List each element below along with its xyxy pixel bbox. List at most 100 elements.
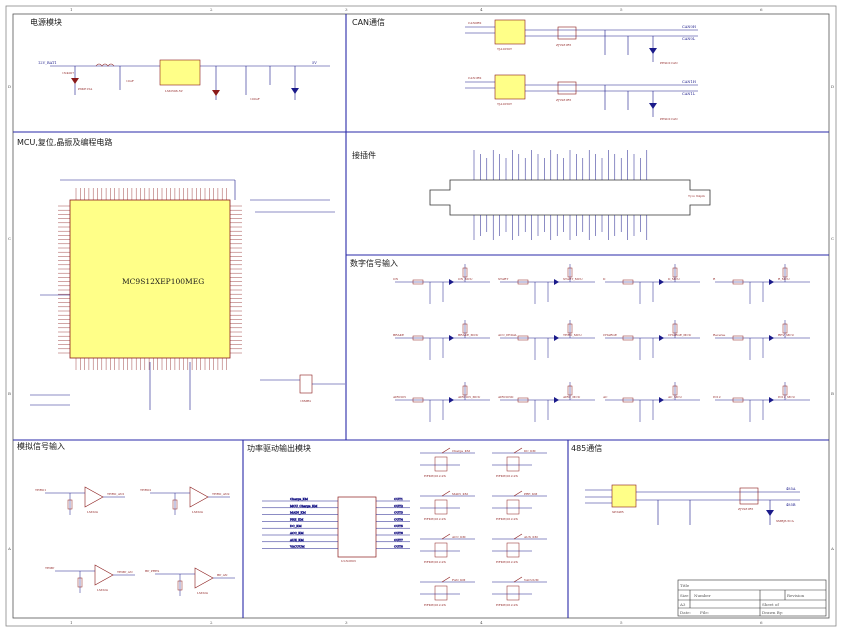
sheet-label: Sheet of [762, 602, 779, 607]
relay-label: VACUUM [523, 578, 539, 582]
grid-row-left-B: B [8, 391, 11, 396]
grid-col-bottom-2: 2 [210, 620, 213, 625]
drawn-label: Drawn By: [762, 610, 783, 615]
can-tvs-2: PESD1CAN [660, 117, 678, 121]
rs485-part: SP3485 [612, 510, 624, 514]
can-net-canh1: CAN0H [682, 25, 696, 29]
driver-input-label: DC_KM [290, 524, 302, 528]
revision-label: Revision [787, 593, 805, 598]
analog-input-label: THRO2 [140, 488, 151, 492]
section-title-digital: 数字信号输入 [350, 258, 398, 268]
relay-label: ACC_KM [451, 535, 466, 539]
relay-label: PRE_KM [524, 492, 537, 496]
driver-output-label: OUT4 [394, 517, 403, 521]
digital-input-label: AIRCON [392, 395, 406, 399]
digital-input-label: START [498, 277, 508, 281]
title-label: Title [680, 583, 690, 588]
rs485-module [585, 484, 800, 525]
grid-row-right-B: B [831, 391, 834, 396]
analog-output-label: BP_AN [217, 573, 228, 577]
grid-row-right-A: A [830, 546, 834, 551]
grid-row-right-D: D [831, 84, 834, 89]
driver-input-label: MCU_Charge_KM [290, 504, 317, 508]
driver-input-row: MAIN_KM OUT3 [262, 510, 410, 515]
rs485-net-b: 485B [786, 503, 796, 507]
power-output-net: 5V [312, 61, 317, 65]
relay-part: HFKW/012-ZS [424, 560, 446, 564]
power-module [50, 59, 330, 100]
digital-output-label: IN12_MCU [778, 395, 795, 399]
opamp-part: LM324 [197, 591, 208, 595]
can-net-canl1: CAN0L [682, 37, 696, 41]
section-title-analog: 模拟信号输入 [17, 441, 65, 451]
grid-col-top-3: 3 [345, 7, 348, 12]
title-block [677, 579, 827, 617]
digital-output-label: D_MCU [668, 277, 680, 281]
can-choke-2: ZJYS81R5 [556, 98, 571, 102]
driver-output-label: OUT2 [394, 504, 403, 508]
analog-input-label: BP_PRES [145, 569, 159, 573]
power-cap1: 10uF [126, 79, 134, 83]
opamp-part: LM324 [87, 510, 98, 514]
relay-part: HFKW/012-ZS [496, 560, 518, 564]
rs485-tvs: SMBJ6.5CA [776, 519, 795, 523]
driver-input-row: MCU_Charge_KM OUT2 [262, 504, 410, 509]
can-net-rx1: CAN0RX [468, 21, 482, 25]
driver-output-label: OUT1 [394, 497, 403, 501]
grid-row-left-A: A [7, 546, 11, 551]
relay-label: Charge_KM [452, 449, 470, 453]
driver-output-label: OUT6 [394, 531, 403, 535]
driver-output-label: OUT3 [394, 511, 403, 515]
driver-input-label: Charge_KM [290, 497, 308, 501]
file-label: File: [700, 610, 709, 615]
can-part-1: TJA1050T [497, 47, 512, 51]
driver-part: ULN2803 [341, 559, 356, 563]
section-title-connector: 接插件 [352, 150, 376, 160]
digital-input-label: ON [393, 277, 398, 281]
relay-label: MAIN_KM [452, 492, 468, 496]
driver-input-label: VACUUM [289, 545, 305, 549]
can-tvs-1: PESD1CAN [660, 61, 678, 65]
relay-part: HFKW/012-ZS [424, 603, 446, 607]
can-net-canl2: CAN1L [682, 92, 696, 96]
digital-input-label: CHARGE [603, 333, 617, 337]
mcu-module [30, 179, 345, 410]
mcu-crystal: 16MHz [300, 399, 312, 403]
regulator-part: LM2596-5V [165, 89, 184, 93]
digital-output-label: ON_MCU [458, 277, 473, 281]
relay-label: FAN_KM [452, 578, 465, 582]
size-label: Size [680, 593, 689, 598]
relay-cell: ACC_KM HFKW/012-ZS [420, 533, 475, 564]
power-cap2: 100uF [250, 97, 260, 101]
rs485-transceiver [611, 484, 637, 508]
section-title-can: CAN通信 [352, 17, 385, 27]
driver-input-label: MAIN_KM [290, 511, 306, 515]
analog-output-label: THRO_AN2 [212, 492, 230, 496]
digital-output-label: REV_MCU [778, 333, 794, 337]
can-module [465, 19, 698, 117]
rs485-net-a: 485A [786, 487, 796, 491]
digital-input-label: ACC_PEDAL [497, 333, 517, 337]
digital-input-cell: ON ON_MCU [393, 264, 490, 304]
analog-channel: BP_PRES BP_AN LM324 [145, 567, 235, 596]
digital-input-label: AIRCOND [497, 395, 514, 399]
section-title-power: 电源模块 [30, 17, 62, 27]
relay-part: HFKW/012-ZS [496, 517, 518, 521]
relay-label: DC_KM [524, 449, 536, 453]
grid-col-top-6: 6 [760, 7, 763, 12]
power-diode: 1N4007 [62, 71, 74, 75]
